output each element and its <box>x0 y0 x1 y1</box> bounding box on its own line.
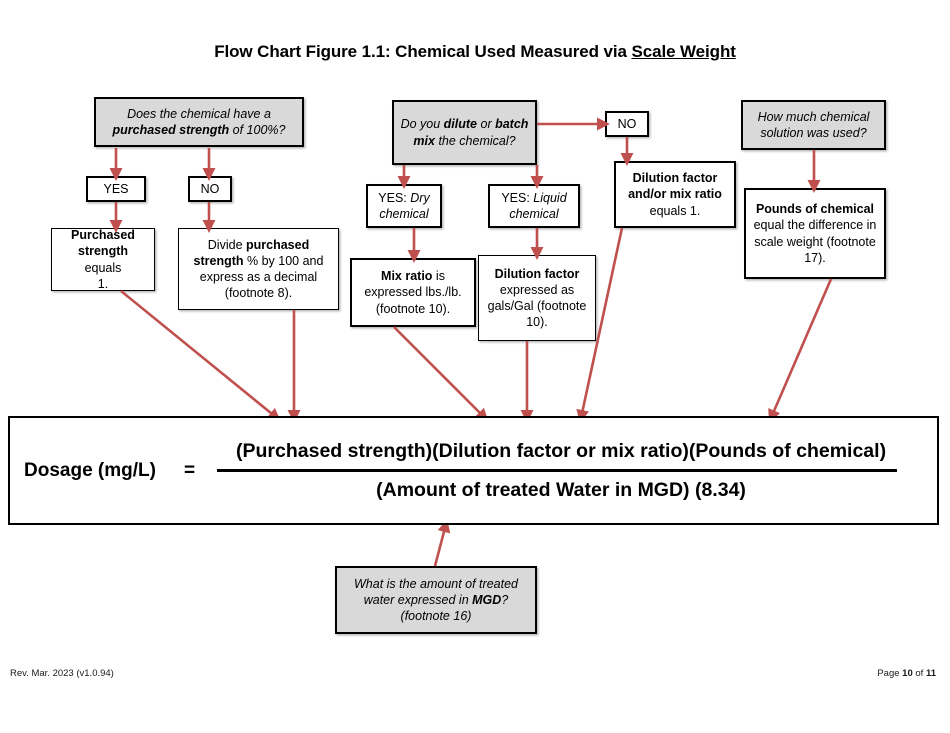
divide-bold: purchased strength <box>193 237 310 268</box>
arrow-pounds-to-formula <box>768 278 833 423</box>
dfmr-rest: equals 1. <box>649 203 701 218</box>
node-purchased-strength-equals-1[interactable]: Purchased strength equals 1. <box>51 228 155 291</box>
arrow-q4-to-formula <box>433 519 451 567</box>
q4-line2-bold: MGD <box>472 592 502 607</box>
formula-box: Dosage (mg/L) = (Purchased strength)(Dil… <box>8 416 939 525</box>
footer-page-current: 10 <box>902 668 913 679</box>
dilution-rest: expressed as gals/Gal (footnote 10). <box>487 282 587 330</box>
page-title-plain: Flow Chart Figure 1.1: Chemical Used Mea… <box>214 42 632 61</box>
q2-bold-mix: mix <box>413 133 435 148</box>
q2-seg1: Do you <box>400 117 444 132</box>
arrow-ps1-to-formula <box>120 289 281 422</box>
label-yes-left[interactable]: YES <box>86 176 146 202</box>
formula-fraction-bar <box>217 468 897 472</box>
mixratio-bold: Mix ratio <box>381 269 433 284</box>
mixratio-rest: is expressed lbs./lb. (footnote 10). <box>364 269 462 316</box>
dfmr-bold-2: and/or mix ratio <box>628 187 722 202</box>
node-dilution-or-mix-equals-1[interactable]: Dilution factor and/or mix ratio equals … <box>614 161 736 228</box>
divide-pre: Divide <box>207 237 246 252</box>
q2-bold-batch: batch <box>495 117 529 132</box>
footer-page-total: 11 <box>925 668 936 679</box>
decision-purchased-strength-line1: Does the chemical have a <box>127 106 271 121</box>
arrow-mixratio-to-formula <box>393 326 489 422</box>
decision-ps-bold: purchased strength <box>112 123 230 137</box>
label-no-middle-text: NO <box>617 116 637 131</box>
node-pounds-of-chemical[interactable]: Pounds of chemical equal the difference … <box>744 188 886 279</box>
q2-bold-dilute: dilute <box>443 117 478 132</box>
yesdry-italic-2: chemical <box>379 207 429 221</box>
label-no-left[interactable]: NO <box>188 176 232 202</box>
ps1-rest: equals <box>84 260 122 275</box>
label-no-left-text: NO <box>200 181 220 196</box>
ps1-bold-1: Purchased <box>71 228 135 242</box>
ps1-line3: 1. <box>97 276 109 291</box>
q3-line2: solution was used? <box>760 126 867 140</box>
footer-page-number: Page 10 of 11 <box>877 668 936 679</box>
yesliquid-italic-2: chemical <box>509 207 559 221</box>
decision-how-much-solution[interactable]: How much chemical solution was used? <box>741 100 886 150</box>
formula-left-side: Dosage (mg/L) <box>24 459 156 481</box>
formula-fraction: (Purchased strength)(Dilution factor or … <box>211 440 937 502</box>
node-yes-dry-chemical[interactable]: YES: Dry chemical <box>366 184 442 228</box>
footer-page-mid: of <box>912 668 926 679</box>
dfmr-bold-1: Dilution factor <box>632 171 718 186</box>
decision-ps-rest: of 100%? <box>229 123 286 137</box>
footer-revision: Rev. Mar. 2023 (v1.0.94) <box>10 668 114 679</box>
yesdry-prefix: YES: <box>378 190 411 205</box>
node-divide-purchased-strength[interactable]: Divide purchased strength % by 100 and e… <box>178 228 339 310</box>
footer-page-pre: Page <box>877 668 903 679</box>
yesliquid-italic-1: Liquid <box>533 190 567 205</box>
q4-line2-post: ? <box>501 592 509 607</box>
formula-equals-sign: = <box>183 459 196 481</box>
decision-amount-treated-water[interactable]: What is the amount of treated water expr… <box>335 566 537 634</box>
pounds-bold: Pounds of chemical <box>755 202 875 216</box>
page-title: Flow Chart Figure 1.1: Chemical Used Mea… <box>0 42 950 62</box>
yesdry-italic-1: Dry <box>410 190 430 205</box>
label-yes-left-text: YES <box>103 181 129 196</box>
node-mix-ratio[interactable]: Mix ratio is expressed lbs./lb. (footnot… <box>350 258 476 327</box>
node-dilution-factor[interactable]: Dilution factor expressed as gals/Gal (f… <box>478 255 596 341</box>
q4-line2-pre: water expressed in <box>363 592 473 607</box>
q4-line1: What is the amount of treated <box>354 576 518 591</box>
q3-line1: How much chemical <box>757 109 870 124</box>
label-no-middle[interactable]: NO <box>605 111 649 137</box>
ps1-bold-2: strength <box>78 244 128 259</box>
decision-purchased-strength[interactable]: Does the chemical have a purchased stren… <box>94 97 304 147</box>
formula-numerator: (Purchased strength)(Dilution factor or … <box>236 439 887 462</box>
dilution-bold: Dilution factor <box>494 266 580 281</box>
decision-purchased-strength-line2: purchased strength of 100%? <box>102 122 296 138</box>
page-title-underlined: Scale Weight <box>631 42 736 61</box>
q4-line3: (footnote 16) <box>400 609 472 624</box>
yesliquid-prefix: YES: <box>501 190 534 205</box>
node-yes-liquid-chemical[interactable]: YES: Liquid chemical <box>488 184 580 228</box>
formula-denominator: (Amount of treated Water in MGD) (8.34) <box>376 478 746 501</box>
decision-dilute-or-batch-mix[interactable]: Do you dilute or batch mix the chemical? <box>392 100 537 165</box>
pounds-rest: equal the difference in scale weight (fo… <box>753 218 877 265</box>
q2-seg3: the chemical? <box>434 133 516 148</box>
q2-seg2: or <box>477 117 496 132</box>
